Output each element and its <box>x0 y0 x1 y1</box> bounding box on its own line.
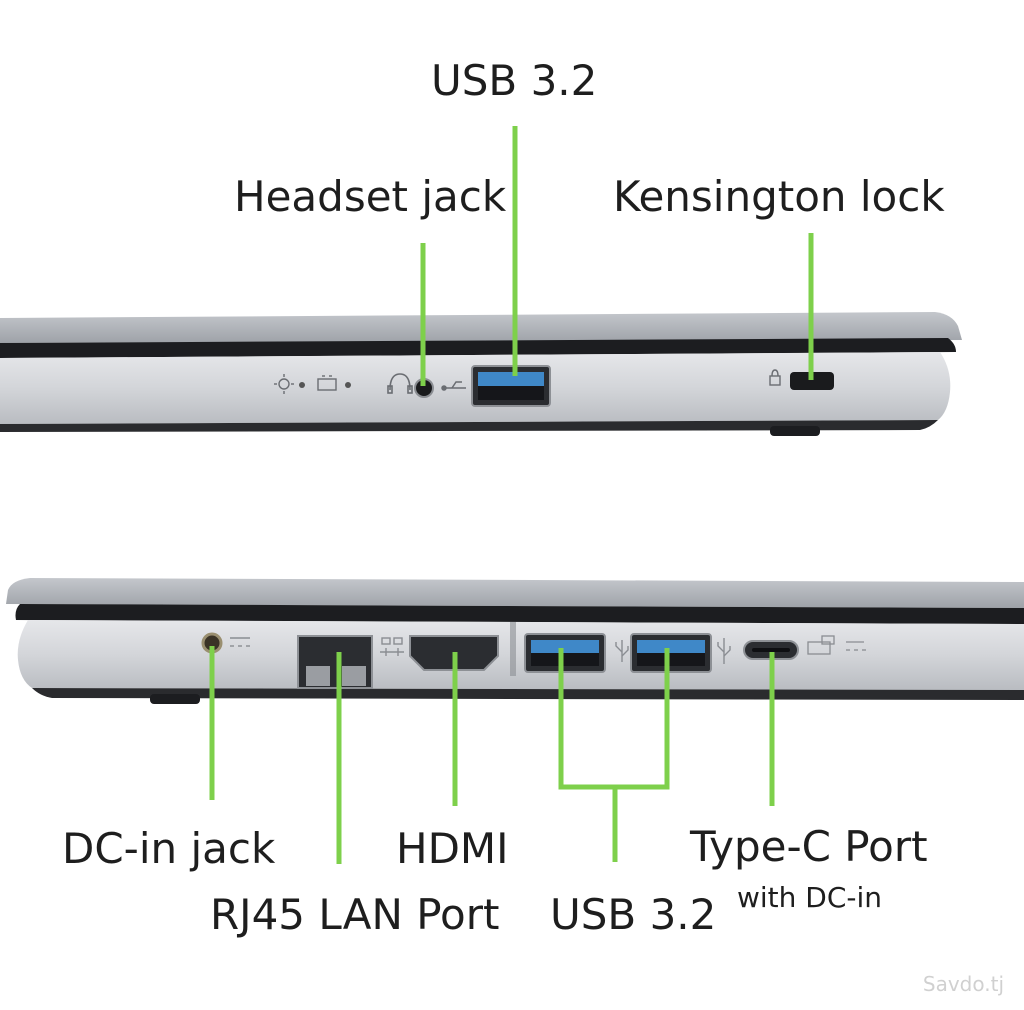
label-dc-in-jack: DC-in jack <box>62 824 276 873</box>
bottom-callout-lines <box>209 646 775 864</box>
network-icon <box>380 637 404 656</box>
lock-icon <box>769 369 781 386</box>
base-bottom-edge <box>0 420 938 432</box>
usb-c-icon <box>807 635 866 655</box>
label-rj45-lan-port: RJ45 LAN Port <box>210 890 500 939</box>
rubber-foot-left <box>150 694 200 704</box>
base-bottom-edge-left <box>32 688 1024 700</box>
label-hdmi: HDMI <box>396 824 509 873</box>
headset-icon <box>387 373 413 394</box>
usb-icon <box>717 638 731 664</box>
label-kensington-lock: Kensington lock <box>613 172 945 221</box>
usb-a-port-1 <box>524 633 606 673</box>
rubber-foot <box>770 426 820 436</box>
kensington-slot <box>790 372 834 390</box>
lid-gap-left <box>15 604 1024 624</box>
power-led <box>299 382 305 388</box>
hdmi-icon <box>510 622 516 676</box>
laptop-left-side <box>6 578 1024 864</box>
laptop-base-left <box>17 620 1024 690</box>
battery-led-icon <box>317 375 337 391</box>
dc-in-icon <box>230 637 250 647</box>
watermark: Savdo.tj <box>922 972 1004 996</box>
laptop-lid <box>0 312 962 343</box>
top-callout-lines <box>420 126 814 386</box>
usb-icon <box>615 640 629 662</box>
power-led-icon <box>274 374 294 394</box>
rj45-port <box>297 635 373 689</box>
label-typec-sub: with DC-in <box>737 881 883 914</box>
label-typec-port: Type-C Port <box>690 822 928 871</box>
laptop-right-side <box>0 126 962 436</box>
label-headset-jack: Headset jack <box>234 172 507 221</box>
label-usb-bottom: USB 3.2 <box>550 890 717 939</box>
label-usb-top: USB 3.2 <box>431 56 598 105</box>
laptop-lid-left <box>6 578 1024 608</box>
battery-led <box>345 382 351 388</box>
usb-a-port-2 <box>630 633 712 673</box>
usb-icon <box>441 381 466 391</box>
lid-gap <box>0 338 956 358</box>
